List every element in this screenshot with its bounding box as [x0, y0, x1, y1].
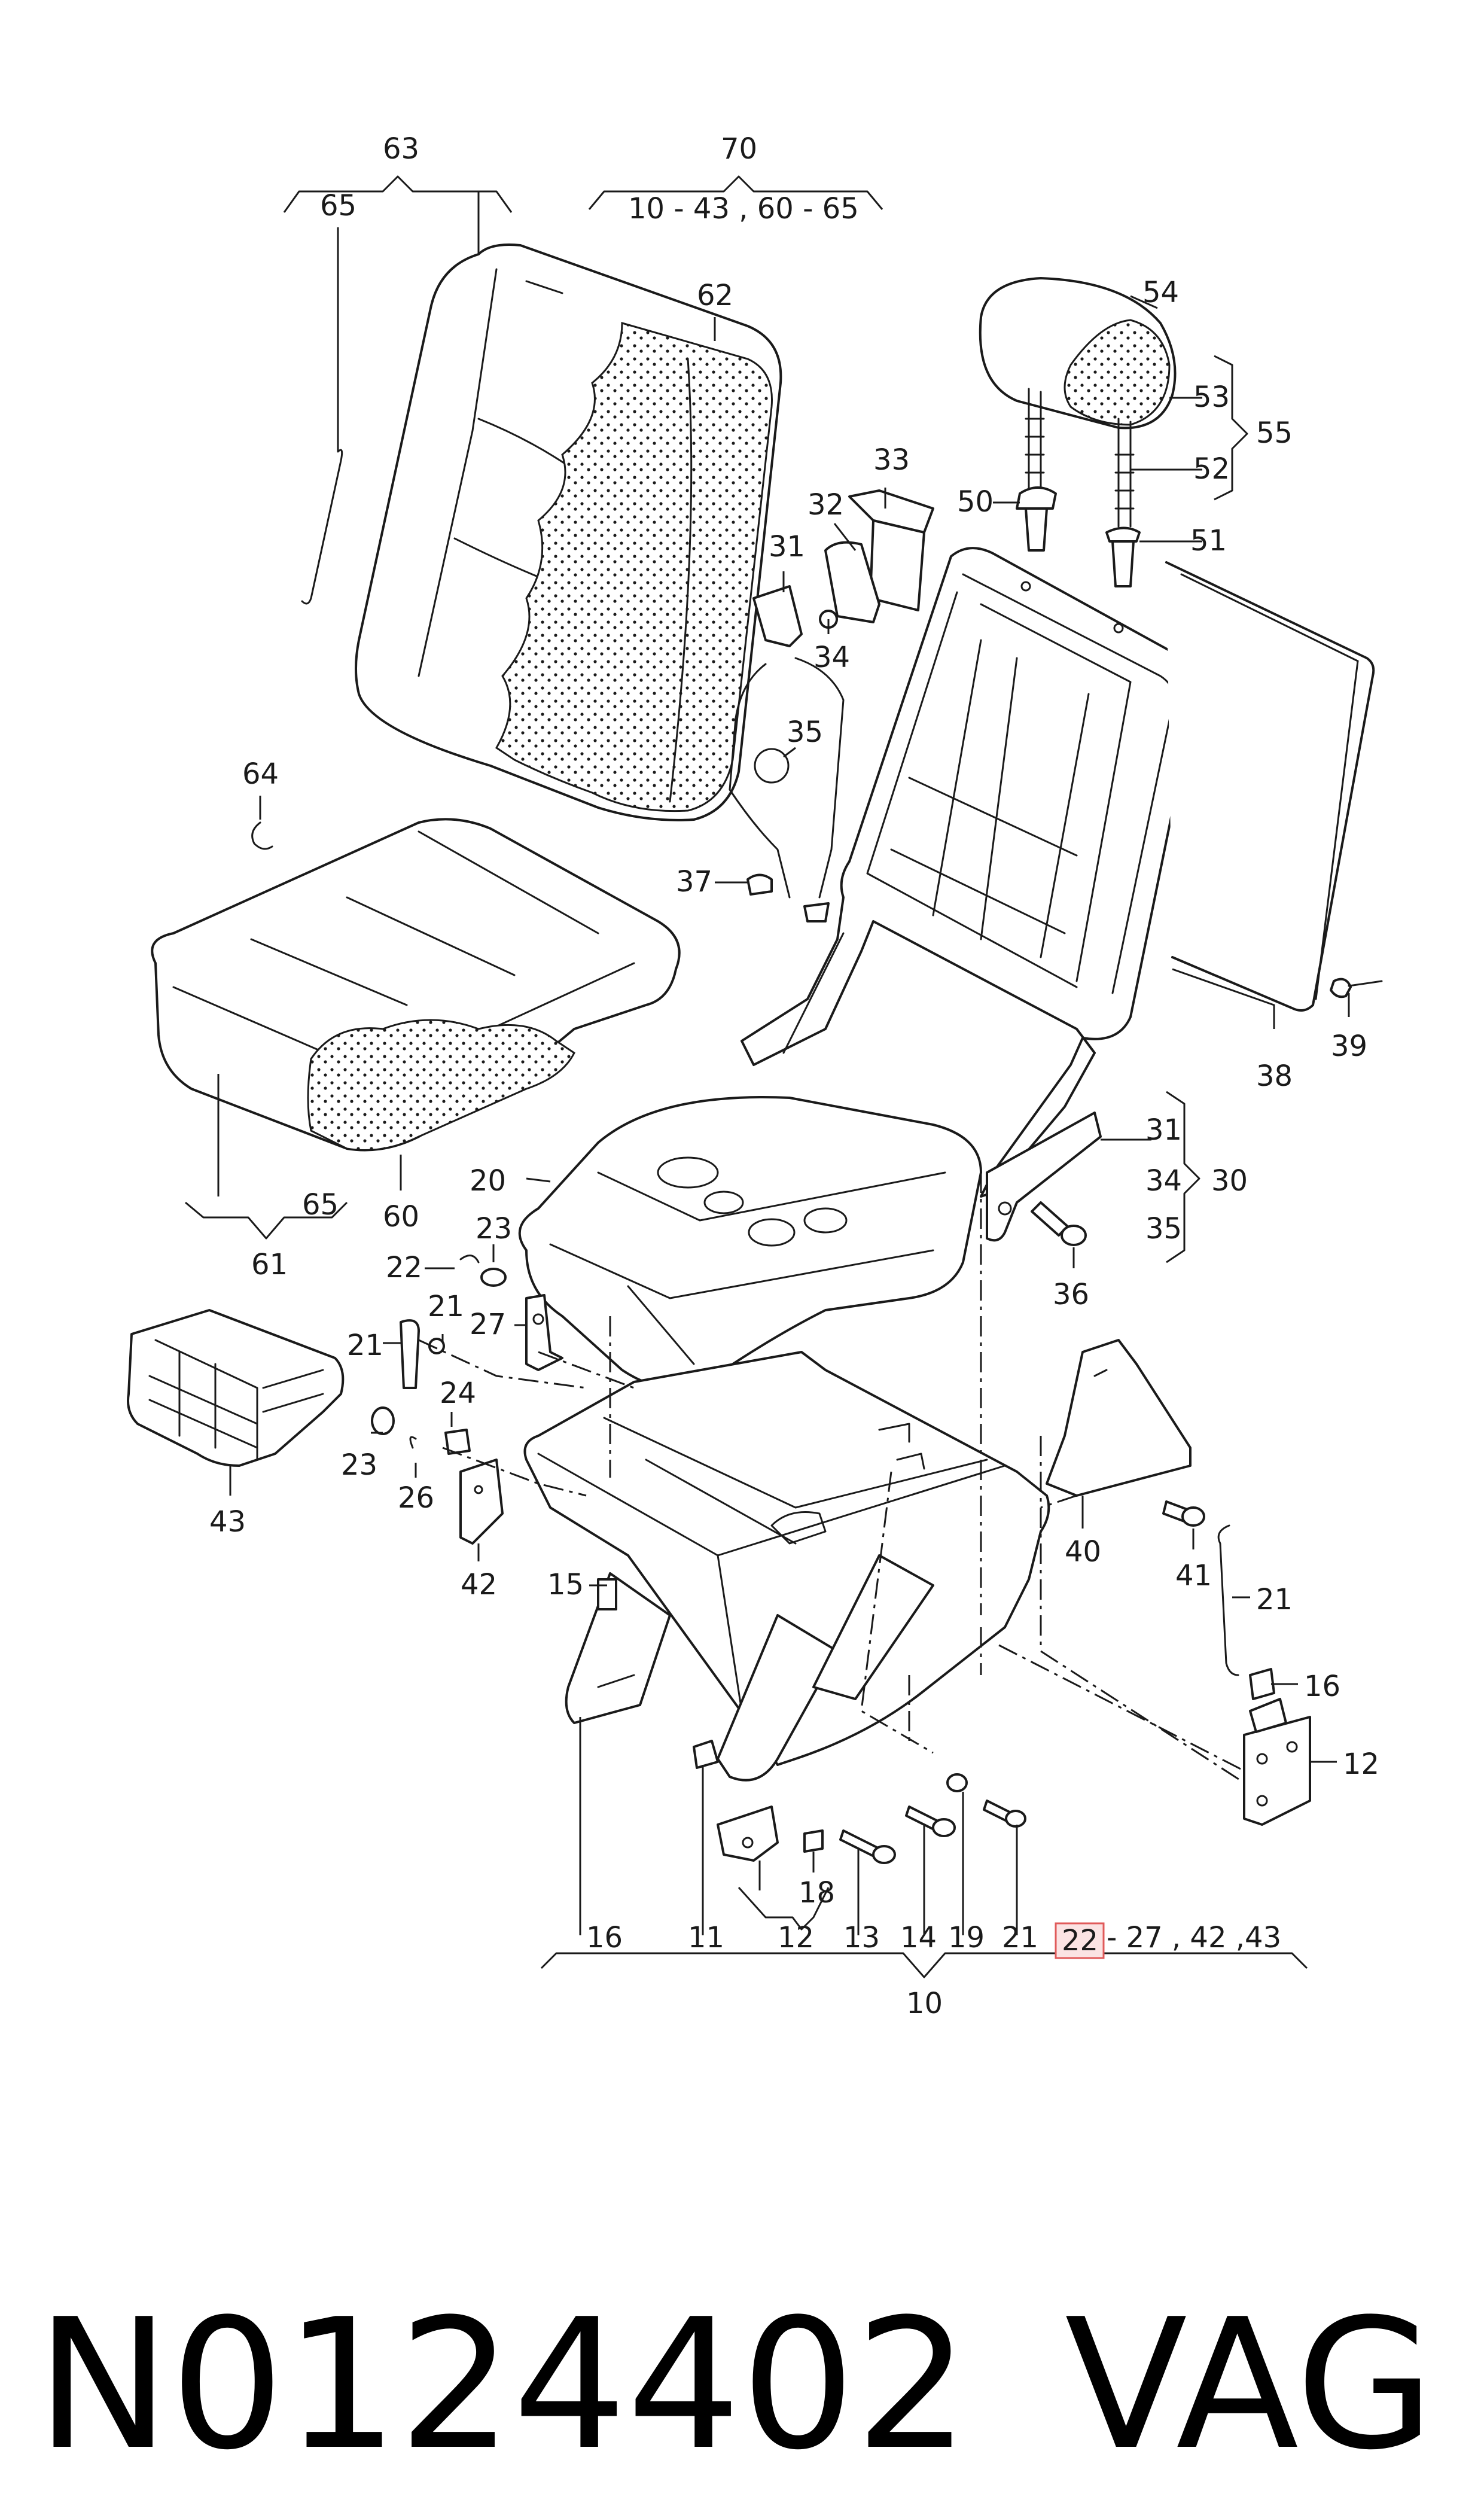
seat-cushion-padding [307, 1019, 575, 1151]
label-35: 35 [787, 715, 823, 749]
headrest-guide-50 [1016, 486, 1057, 552]
label-64: 64 [242, 757, 279, 791]
label-34-b: 34 [1145, 1164, 1182, 1198]
label-21-c: 21 [1256, 1583, 1293, 1616]
label-bottom-14: 14 [900, 1921, 937, 1954]
leader-lines [185, 175, 1350, 1978]
label-65: 65 [320, 189, 356, 223]
label-43: 43 [209, 1505, 246, 1539]
backrest-frame [741, 547, 1199, 1198]
label-50: 50 [957, 485, 994, 519]
rod-21-right [1217, 1524, 1239, 1676]
label-38: 38 [1256, 1059, 1293, 1093]
label-60: 60 [383, 1200, 419, 1234]
bottom-label-row: 16 11 12 13 14 19 21 22 - 27 , 42 ,43 10 [586, 1921, 1281, 2020]
label-23: 23 [476, 1212, 512, 1246]
back-panel [1165, 561, 1375, 1012]
label-22: 22 [386, 1251, 422, 1284]
side-cover-40 [1046, 1339, 1192, 1497]
footer: N0124402 VAG [36, 2280, 1434, 2489]
spring-rod [301, 449, 343, 605]
highlight-box [1055, 1922, 1105, 1959]
label-24: 24 [440, 1377, 476, 1410]
label-51: 51 [1190, 524, 1227, 558]
label-31-b: 31 [1145, 1113, 1182, 1147]
small-fasteners [371, 1255, 1275, 1853]
headrest [979, 277, 1177, 528]
label-bottom-10: 10 [906, 1987, 943, 2020]
label-65-b: 65 [302, 1188, 339, 1222]
label-21: 21 [347, 1329, 383, 1362]
clip-64 [251, 821, 273, 850]
label-16: 16 [1304, 1670, 1340, 1703]
label-54: 54 [1142, 276, 1179, 309]
hook-27 [525, 1294, 563, 1371]
label-18: 18 [799, 1876, 835, 1910]
label-30: 30 [1211, 1164, 1248, 1198]
label-bottom-21: 21 [1002, 1921, 1038, 1954]
plate-12-right [1243, 1698, 1311, 1826]
label-20: 20 [470, 1164, 506, 1198]
hinge-arm [986, 1112, 1102, 1242]
label-35-b: 35 [1145, 1212, 1182, 1246]
label-26: 26 [398, 1481, 434, 1515]
label-37: 37 [676, 865, 712, 899]
seat-frame [523, 1351, 1050, 1766]
brand-name: VAG [1065, 2280, 1434, 2489]
seat-leg-front [565, 1554, 934, 1782]
label-34: 34 [813, 641, 850, 674]
label-52: 52 [1193, 452, 1230, 486]
plate-42 [459, 1459, 504, 1545]
label-21-b: 21 [428, 1290, 464, 1323]
label-63: 63 [383, 132, 419, 166]
label-55: 55 [1256, 416, 1293, 450]
label-36: 36 [1053, 1278, 1089, 1311]
label-bottom-27-range: - 27 , 42 ,43 [1107, 1921, 1281, 1954]
label-33: 33 [873, 443, 910, 477]
label-bottom-12: 12 [778, 1921, 814, 1954]
callout-labels: 63 65 70 10 - 43 , 60 - 65 62 54 53 55 5… [209, 132, 1379, 1910]
spring-21-left [400, 1319, 420, 1389]
bracket-12-bottom [717, 1805, 779, 1862]
screw-39 [1330, 978, 1383, 998]
backrest-cover [355, 243, 782, 821]
label-39: 39 [1331, 1030, 1367, 1063]
assembly-lines [418, 1173, 1245, 1784]
label-31: 31 [769, 530, 805, 564]
part-number: N0124402 [36, 2280, 970, 2489]
trim-cover-43 [127, 1309, 345, 1467]
label-bottom-13: 13 [843, 1921, 880, 1954]
label-23-b: 23 [341, 1448, 377, 1482]
label-27: 27 [470, 1308, 506, 1341]
label-bottom-16: 16 [586, 1921, 623, 1954]
label-42: 42 [461, 1568, 497, 1601]
label-32: 32 [807, 488, 844, 522]
seat-cushion-cover [151, 818, 681, 1152]
screws [693, 1201, 1205, 1864]
label-12: 12 [1343, 1747, 1379, 1781]
label-61: 61 [251, 1248, 288, 1281]
label-15: 15 [547, 1568, 584, 1601]
seat-foam [518, 1095, 982, 1390]
headrest-guide-51 [1105, 526, 1141, 587]
backrest-padding [495, 322, 773, 812]
label-bottom-22: 22 [1062, 1924, 1098, 1957]
label-62: 62 [697, 279, 733, 312]
label-70: 70 [721, 132, 757, 166]
latch-assembly [729, 489, 934, 922]
label-41: 41 [1175, 1559, 1212, 1593]
label-53: 53 [1193, 380, 1230, 414]
label-bottom-11: 11 [688, 1921, 724, 1954]
label-70-range: 10 - 43 , 60 - 65 [628, 192, 859, 226]
label-bottom-19: 19 [948, 1921, 985, 1954]
label-40: 40 [1065, 1535, 1101, 1569]
